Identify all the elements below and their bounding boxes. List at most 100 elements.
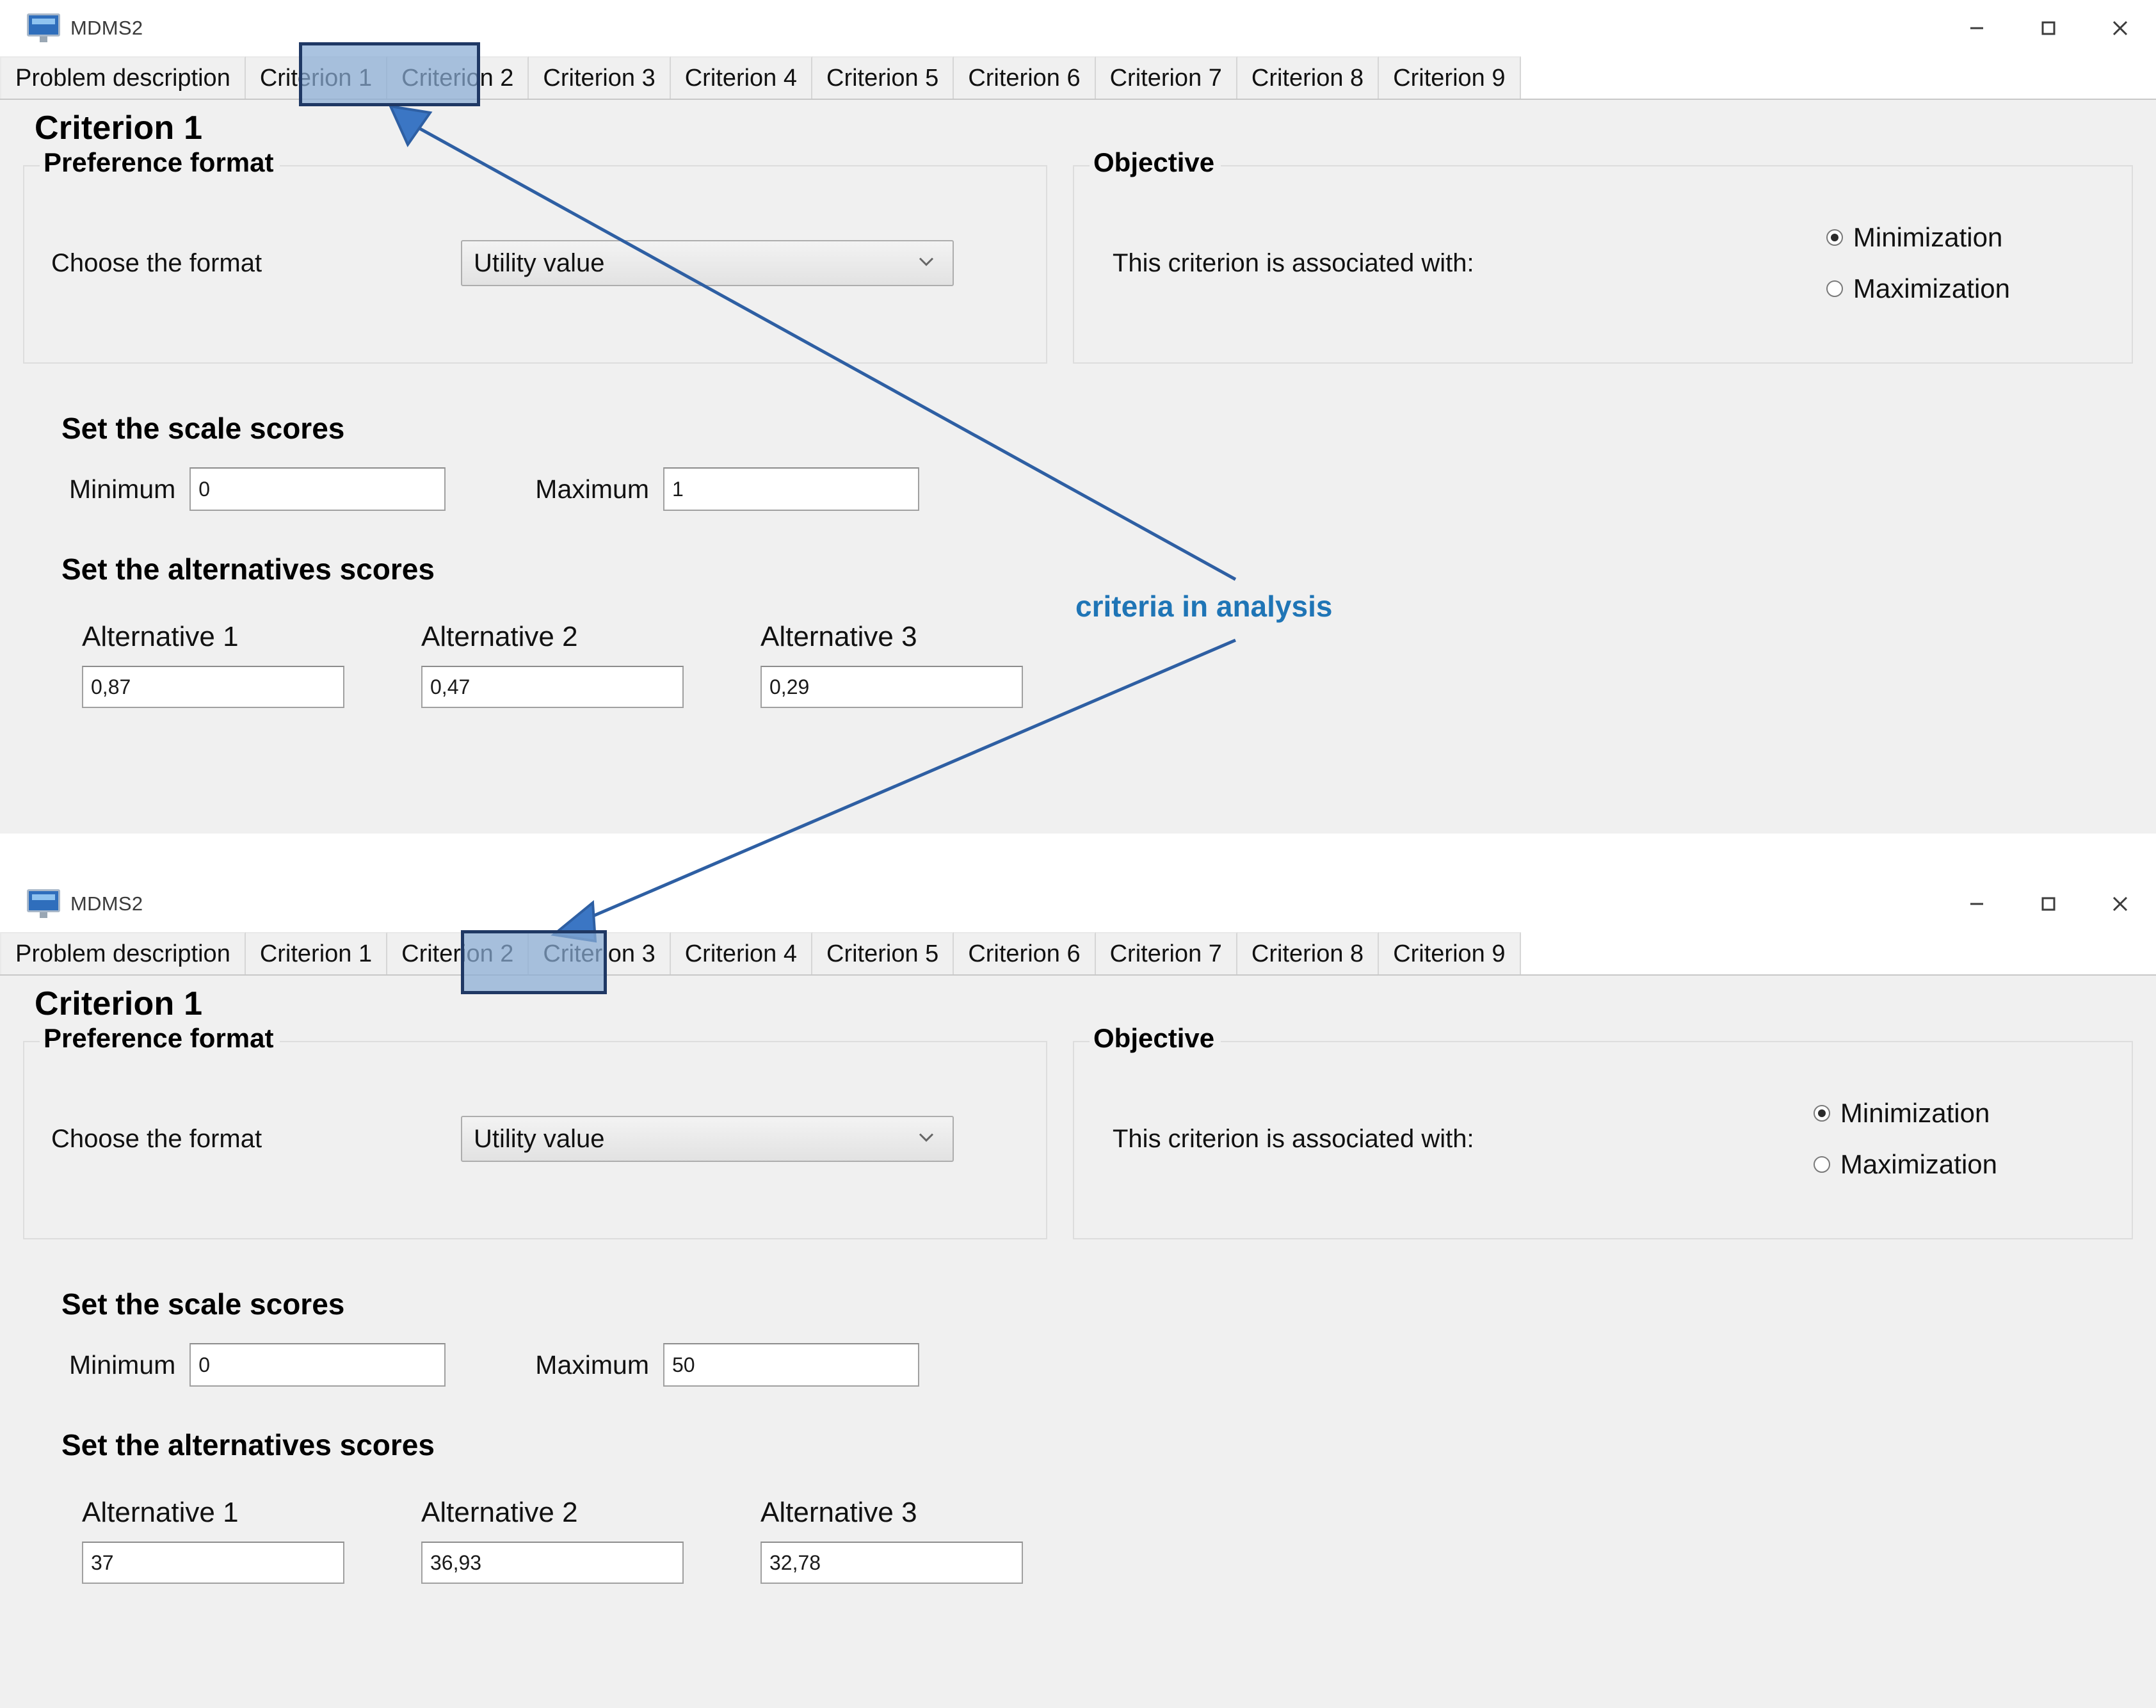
titlebar-bottom: MDMS2 xyxy=(0,876,2156,932)
objective-title: Objective xyxy=(1090,147,1221,178)
alternatives-inputs: 0,87 0,47 0,29 xyxy=(0,666,2156,708)
tab-criterion-5[interactable]: Criterion 5 xyxy=(812,932,954,974)
minimum-input[interactable]: 0 xyxy=(189,467,446,511)
app-title: MDMS2 xyxy=(70,892,143,915)
alternative-1-label: Alternative 1 xyxy=(82,621,421,653)
minimum-label: Minimum xyxy=(69,1350,175,1380)
alternatives-headers: Alternative 1 Alternative 2 Alternative … xyxy=(0,621,2156,653)
maximum-input[interactable]: 1 xyxy=(663,467,919,511)
minimum-label: Minimum xyxy=(69,474,175,504)
radio-minimization-dot[interactable] xyxy=(1826,229,1843,246)
alternatives-inputs: 37 36,93 32,78 xyxy=(0,1542,2156,1584)
tab-criterion-4[interactable]: Criterion 4 xyxy=(671,932,812,974)
maximize-icon[interactable] xyxy=(2013,876,2084,932)
format-select-value: Utility value xyxy=(462,249,605,278)
objective-radio-group: Minimization Maximization xyxy=(1826,222,2010,304)
tab-criterion-8[interactable]: Criterion 8 xyxy=(1237,56,1379,99)
radio-minimization[interactable]: Minimization xyxy=(1814,1098,1997,1129)
mdms2-window-top: MDMS2 Problem description Criterion 1 Cr… xyxy=(0,0,2156,832)
tab-criterion-9[interactable]: Criterion 9 xyxy=(1379,56,1520,99)
tab-criterion-2[interactable]: Criterion 2 xyxy=(387,932,529,974)
alternatives-headers: Alternative 1 Alternative 2 Alternative … xyxy=(0,1497,2156,1529)
maximum-label: Maximum xyxy=(535,1350,649,1380)
preference-format-group: Preference format Choose the format Util… xyxy=(23,1041,1047,1239)
tab-criterion-6[interactable]: Criterion 6 xyxy=(954,56,1095,99)
alternative-3-label: Alternative 3 xyxy=(760,621,1100,653)
alternative-3-label: Alternative 3 xyxy=(760,1497,1100,1529)
page-title: Criterion 1 xyxy=(0,976,2156,1023)
tab-criterion-3[interactable]: Criterion 3 xyxy=(529,56,670,99)
content-bottom: Criterion 1 Preference format Choose the… xyxy=(0,976,2156,1708)
window-controls-top xyxy=(1941,0,2156,56)
tab-criterion-2[interactable]: Criterion 2 xyxy=(387,56,529,99)
app-title: MDMS2 xyxy=(70,17,143,40)
tab-criterion-8[interactable]: Criterion 8 xyxy=(1237,932,1379,974)
monitor-icon xyxy=(27,889,61,919)
maximum-input[interactable]: 50 xyxy=(663,1343,919,1387)
format-select-value: Utility value xyxy=(462,1125,605,1154)
objective-group: Objective This criterion is associated w… xyxy=(1073,165,2133,364)
close-icon[interactable] xyxy=(2084,876,2156,932)
objective-title: Objective xyxy=(1090,1023,1221,1054)
alternatives-scores-heading: Set the alternatives scores xyxy=(0,1428,2156,1462)
minimize-icon[interactable] xyxy=(1941,0,2013,56)
alternative-2-label: Alternative 2 xyxy=(421,621,760,653)
radio-maximization-dot[interactable] xyxy=(1826,280,1843,297)
close-icon[interactable] xyxy=(2084,0,2156,56)
radio-minimization-label: Minimization xyxy=(1840,1098,1990,1129)
alternative-3-input[interactable]: 32,78 xyxy=(760,1542,1023,1584)
tab-criterion-7[interactable]: Criterion 7 xyxy=(1096,56,1237,99)
alternative-2-label: Alternative 2 xyxy=(421,1497,760,1529)
chevron-down-icon xyxy=(917,1131,936,1147)
maximize-icon[interactable] xyxy=(2013,0,2084,56)
tab-criterion-1[interactable]: Criterion 1 xyxy=(246,932,387,974)
maximum-label: Maximum xyxy=(535,474,649,504)
scale-scores-heading: Set the scale scores xyxy=(0,411,2156,446)
minimize-icon[interactable] xyxy=(1941,876,2013,932)
alternative-1-input[interactable]: 37 xyxy=(82,1542,344,1584)
tabbar-filler xyxy=(1521,56,2156,99)
radio-maximization[interactable]: Maximization xyxy=(1814,1149,1997,1180)
preference-format-group: Preference format Choose the format Util… xyxy=(23,165,1047,364)
tab-criterion-9[interactable]: Criterion 9 xyxy=(1379,932,1520,974)
content-top: Criterion 1 Preference format Choose the… xyxy=(0,100,2156,834)
tab-criterion-5[interactable]: Criterion 5 xyxy=(812,56,954,99)
mdms2-window-bottom: MDMS2 Problem description Criterion 1 Cr… xyxy=(0,876,2156,1707)
tab-criterion-7[interactable]: Criterion 7 xyxy=(1096,932,1237,974)
chevron-down-icon xyxy=(917,255,936,271)
choose-format-label: Choose the format xyxy=(51,249,461,278)
scale-scores-heading: Set the scale scores xyxy=(0,1287,2156,1321)
radio-minimization-dot[interactable] xyxy=(1814,1105,1830,1122)
window-controls-bottom xyxy=(1941,876,2156,932)
preference-format-title: Preference format xyxy=(40,147,280,178)
monitor-icon xyxy=(27,13,61,43)
radio-maximization-label: Maximization xyxy=(1840,1149,1997,1180)
alternative-1-input[interactable]: 0,87 xyxy=(82,666,344,708)
radio-maximization[interactable]: Maximization xyxy=(1826,273,2010,304)
format-select[interactable]: Utility value xyxy=(461,240,954,286)
scale-scores-row: Minimum 0 Maximum 1 xyxy=(0,467,2156,511)
tab-criterion-6[interactable]: Criterion 6 xyxy=(954,932,1095,974)
alternative-1-label: Alternative 1 xyxy=(82,1497,421,1529)
tab-problem-description[interactable]: Problem description xyxy=(0,932,246,974)
radio-minimization-label: Minimization xyxy=(1853,222,2002,253)
format-select[interactable]: Utility value xyxy=(461,1116,954,1162)
tab-criterion-1[interactable]: Criterion 1 xyxy=(246,56,387,99)
groups-row-top: Preference format Choose the format Util… xyxy=(0,147,2156,364)
tab-problem-description[interactable]: Problem description xyxy=(0,56,246,99)
alternative-3-input[interactable]: 0,29 xyxy=(760,666,1023,708)
titlebar-top: MDMS2 xyxy=(0,0,2156,56)
radio-minimization[interactable]: Minimization xyxy=(1826,222,2010,253)
objective-group: Objective This criterion is associated w… xyxy=(1073,1041,2133,1239)
tab-criterion-4[interactable]: Criterion 4 xyxy=(671,56,812,99)
alternative-2-input[interactable]: 0,47 xyxy=(421,666,684,708)
alternatives-scores-heading: Set the alternatives scores xyxy=(0,552,2156,586)
tabbar-filler xyxy=(1521,932,2156,974)
tab-criterion-3[interactable]: Criterion 3 xyxy=(529,932,670,974)
radio-maximization-dot[interactable] xyxy=(1814,1156,1830,1173)
radio-maximization-label: Maximization xyxy=(1853,273,2010,304)
tabbar-top: Problem description Criterion 1 Criterio… xyxy=(0,56,2156,100)
minimum-input[interactable]: 0 xyxy=(189,1343,446,1387)
choose-format-label: Choose the format xyxy=(51,1125,461,1154)
alternative-2-input[interactable]: 36,93 xyxy=(421,1542,684,1584)
